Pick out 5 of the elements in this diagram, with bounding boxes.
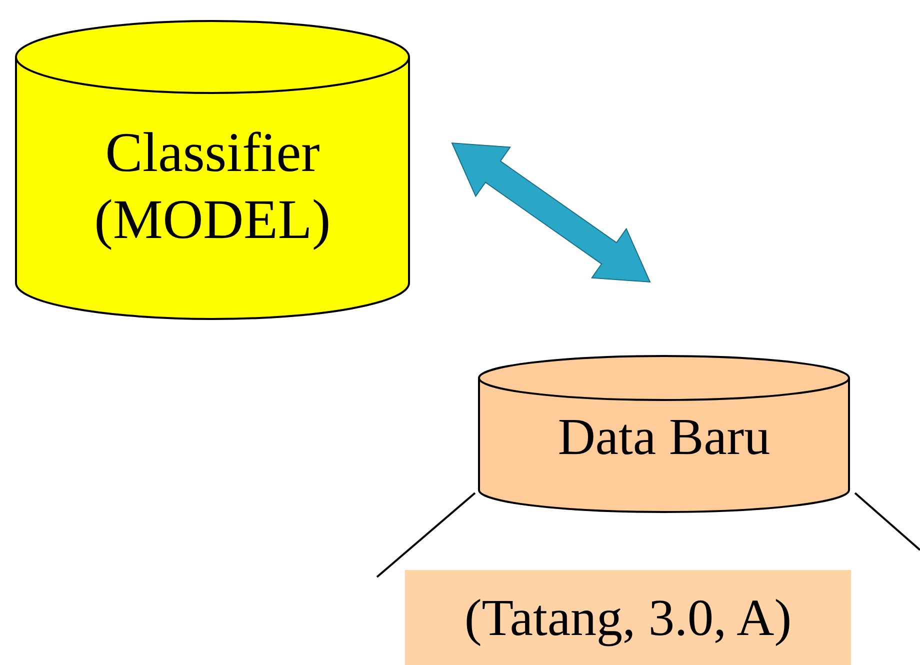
node-label: Classifier (MODEL) (93, 121, 332, 254)
node-label: (Tatang, 3.0, A) (463, 589, 793, 649)
node-label: Data Baru (556, 408, 772, 468)
record-box (405, 570, 851, 665)
double-arrow (451, 142, 651, 283)
